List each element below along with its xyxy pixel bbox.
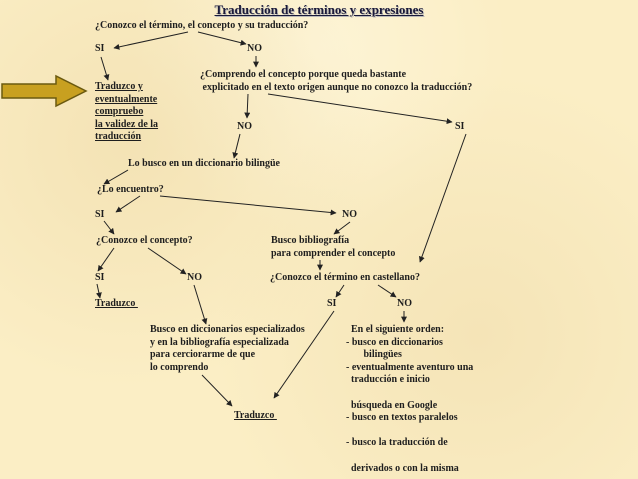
answer-yes-3: SI xyxy=(95,209,105,220)
answer-yes-5: SI xyxy=(327,298,337,309)
translate-result-2: Traduzco xyxy=(234,410,277,423)
pointer-arrow-shape xyxy=(1,74,88,108)
translate-result-2-text: Traduzco xyxy=(234,410,277,421)
arrow-no3-to-biblio xyxy=(333,221,351,235)
search-bibliography: Busco bibliografía para comprender el co… xyxy=(271,235,396,259)
arrow-q3-to-yes xyxy=(115,195,141,213)
arrow-q2-to-yes xyxy=(267,93,453,125)
answer-no-5: NO xyxy=(397,298,412,309)
right-arrow-icon xyxy=(1,74,88,108)
question-knows-spanish-term: ¿Conozco el término en castellano? xyxy=(270,272,420,283)
answer-yes-2: SI xyxy=(455,121,465,132)
arrow-q2-to-no xyxy=(244,93,251,119)
arrow-no2-to-bilingual xyxy=(232,133,241,159)
arrow-yes3-to-q4 xyxy=(103,220,115,235)
arrow-q4-to-yes xyxy=(97,247,115,272)
answer-no-1: NO xyxy=(247,43,262,54)
arrow-q4-to-no xyxy=(147,247,187,275)
answer-yes-4: SI xyxy=(95,272,105,283)
translate-and-verify-text: Traduzco y eventualmente compruebo la va… xyxy=(95,81,159,143)
answer-no-2: NO xyxy=(237,121,252,132)
question-found: ¿Lo encuentro? xyxy=(97,184,164,195)
arrow-no4-to-specialized xyxy=(193,284,208,325)
translate-result-1: Traduzco xyxy=(95,298,138,311)
question-knows-term-concept-translation: ¿Conozco el término, el concepto y su tr… xyxy=(95,20,309,31)
search-specialized-sources: Busco en diccionarios especializados y e… xyxy=(150,324,305,373)
arrow-q5-to-no xyxy=(377,284,397,298)
answer-no-4: NO xyxy=(187,272,202,283)
question-knows-concept: ¿Conozco el concepto? xyxy=(96,235,193,246)
arrow-yes2-to-q5 xyxy=(419,133,467,263)
arrow-yes4-to-translate xyxy=(95,283,102,299)
translate-result-1-text: Traduzco xyxy=(95,298,138,309)
arrow-yes5-to-translate xyxy=(273,310,335,399)
arrow-yes1-to-translate xyxy=(100,56,110,81)
question-understands-concept: ¿Comprendo el concepto porque queda bast… xyxy=(200,69,473,93)
arrow-specialized-to-translate xyxy=(201,374,233,407)
arrow-q1-to-yes xyxy=(113,31,189,50)
search-order-list: En el siguiente orden: - busco en diccio… xyxy=(346,324,474,474)
arrow-q5-to-yes xyxy=(335,284,345,298)
answer-yes-1: SI xyxy=(95,43,105,54)
translate-and-verify: Traduzco y eventualmente compruebo la va… xyxy=(95,81,158,144)
search-bilingual-dictionary: Lo busco en un diccionario bilingüe xyxy=(128,158,280,169)
answer-no-3: NO xyxy=(342,209,357,220)
arrow-q3-to-no xyxy=(159,195,337,216)
arrow-q1-to-no xyxy=(197,31,247,46)
diagram-title: Traducción de términos y expresiones xyxy=(214,2,424,17)
arrow-bilingual-to-q3 xyxy=(103,169,129,185)
